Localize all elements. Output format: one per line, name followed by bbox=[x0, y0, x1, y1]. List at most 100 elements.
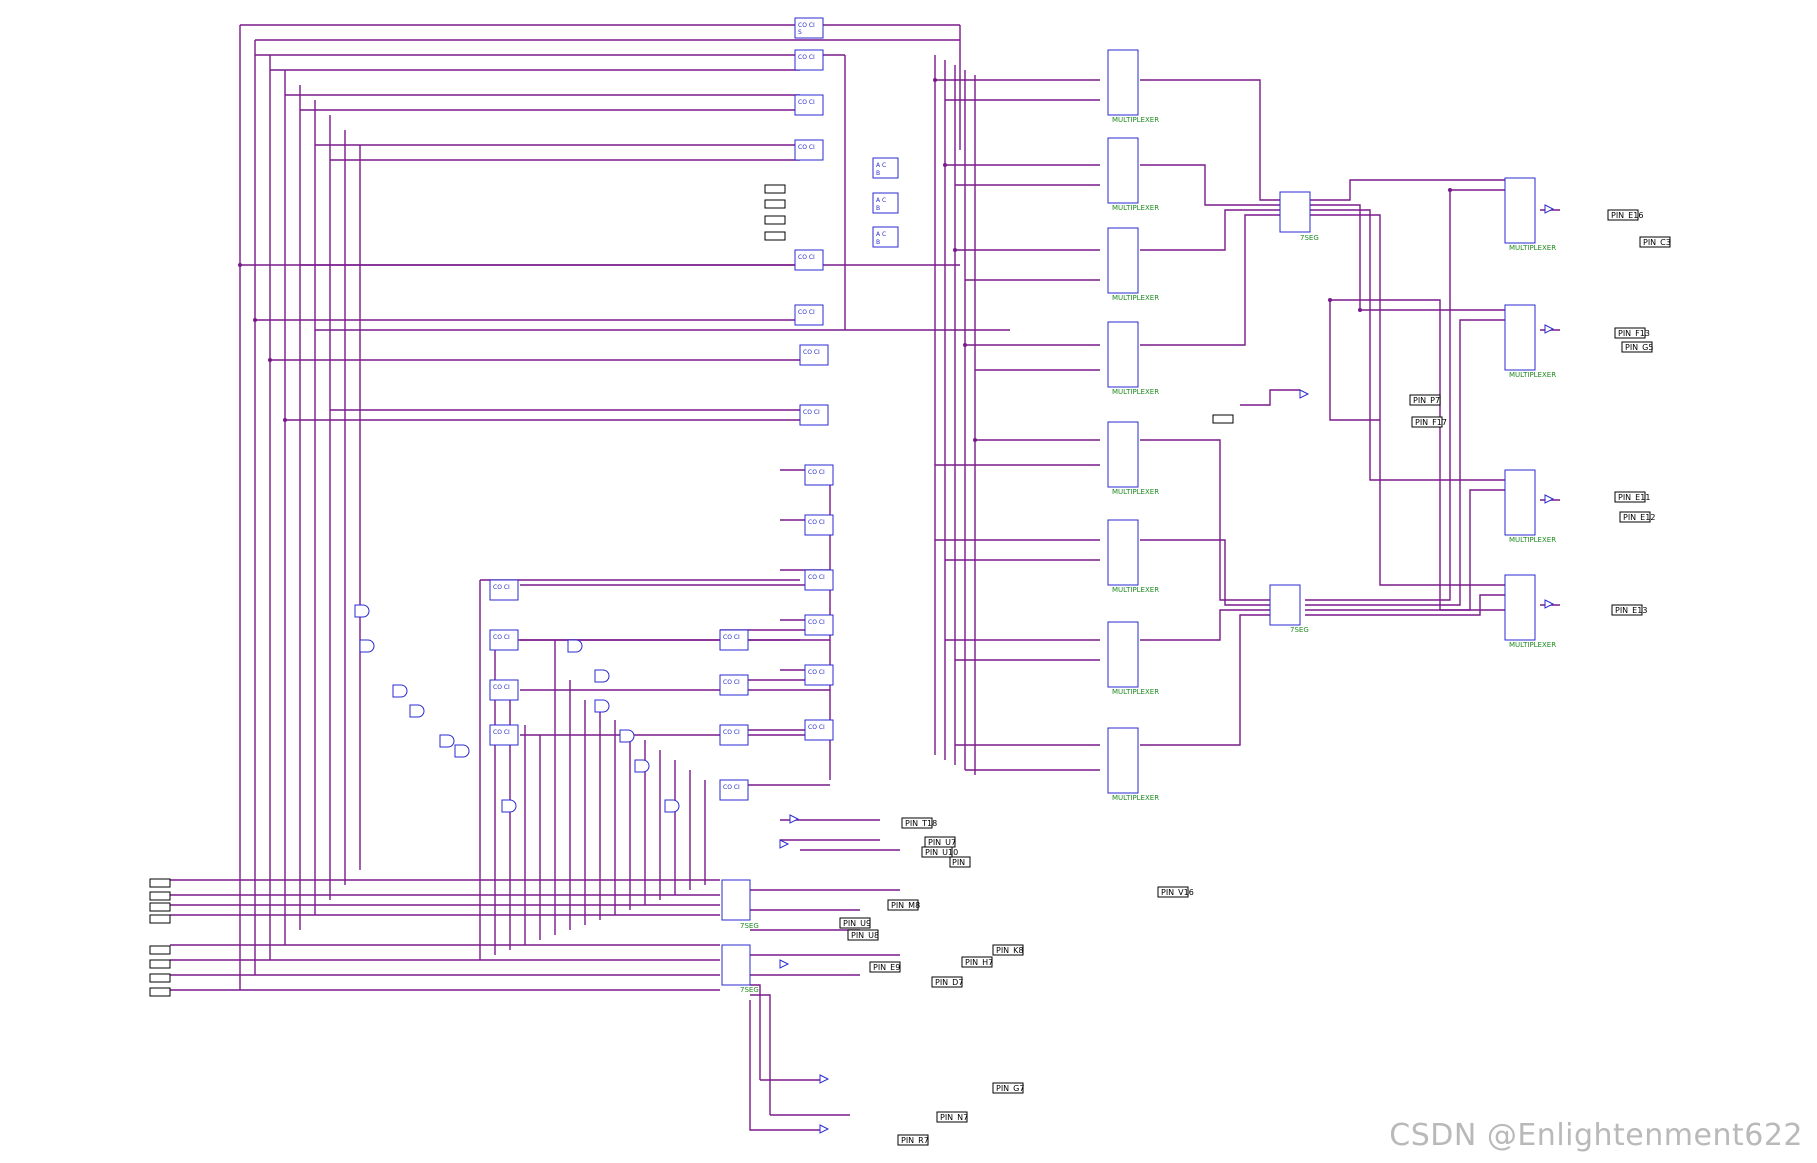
mux-label-1: MULTIPLEXER bbox=[1112, 116, 1159, 124]
svg-text:PIN: PIN bbox=[952, 858, 965, 867]
svg-text:PIN_R7: PIN_R7 bbox=[901, 1136, 929, 1145]
mux-label-3: MULTIPLEXER bbox=[1112, 294, 1159, 302]
svg-text:CO CI: CO CI bbox=[493, 729, 510, 736]
pin-e16: PIN_E16 bbox=[1607, 209, 1643, 221]
seg-label-2: 7SEG bbox=[1290, 626, 1309, 634]
svg-text:CO CI: CO CI bbox=[803, 349, 820, 356]
svg-text:CO CI: CO CI bbox=[808, 469, 825, 476]
pin-u10: PIN_U10 bbox=[921, 846, 958, 858]
svg-text:PIN_T18: PIN_T18 bbox=[905, 819, 937, 828]
svg-text:CO CI: CO CI bbox=[798, 144, 815, 151]
seg-label-3: 7SEG bbox=[740, 922, 759, 930]
svg-text:PIN_F13: PIN_F13 bbox=[1618, 329, 1650, 338]
wires bbox=[170, 24, 1560, 1131]
multiplexer-chips bbox=[1107, 49, 1536, 794]
mux-label-r4: MULTIPLEXER bbox=[1509, 641, 1556, 649]
full-adder-chips bbox=[489, 17, 899, 801]
svg-text:PIN_M8: PIN_M8 bbox=[891, 901, 920, 910]
svg-text:B: B bbox=[876, 205, 880, 212]
pin-h7: PIN_H7 bbox=[961, 956, 993, 968]
mux-label-r2: MULTIPLEXER bbox=[1509, 371, 1556, 379]
svg-text:PIN_P7: PIN_P7 bbox=[1413, 396, 1440, 405]
svg-text:A C: A C bbox=[876, 197, 886, 204]
left-input-pins bbox=[149, 184, 1234, 997]
svg-text:S: S bbox=[798, 29, 802, 36]
svg-text:CO CI: CO CI bbox=[808, 574, 825, 581]
svg-text:CO CI: CO CI bbox=[723, 729, 740, 736]
svg-text:PIN_E11: PIN_E11 bbox=[1618, 493, 1650, 502]
svg-text:PIN_H7: PIN_H7 bbox=[965, 958, 993, 967]
svg-text:A C: A C bbox=[876, 231, 886, 238]
svg-text:CO CI: CO CI bbox=[808, 724, 825, 731]
mux-label-6: MULTIPLEXER bbox=[1112, 586, 1159, 594]
pin-blank: PIN bbox=[949, 856, 971, 868]
mux-label-4: MULTIPLEXER bbox=[1112, 388, 1159, 396]
svg-text:CO CI: CO CI bbox=[723, 634, 740, 641]
seg-labels: 7SEG 7SEG 7SEG 7SEG bbox=[740, 234, 1319, 994]
pin-e12: PIN_E12 bbox=[1619, 511, 1655, 523]
mux-label-8: MULTIPLEXER bbox=[1112, 794, 1159, 802]
svg-text:CO CI: CO CI bbox=[808, 669, 825, 676]
svg-text:PIN_F17: PIN_F17 bbox=[1415, 418, 1447, 427]
svg-text:CO CI: CO CI bbox=[723, 784, 740, 791]
svg-text:PIN_E9: PIN_E9 bbox=[873, 963, 900, 972]
pin-g7: PIN_G7 bbox=[992, 1082, 1024, 1094]
watermark: CSDN @Enlightenment622 bbox=[1389, 1118, 1803, 1153]
svg-text:PIN_D7: PIN_D7 bbox=[935, 978, 963, 987]
seg-label-4: 7SEG bbox=[740, 986, 759, 994]
pin-e11: PIN_E11 bbox=[1614, 491, 1650, 503]
mux-label-r3: MULTIPLEXER bbox=[1509, 536, 1556, 544]
pin-c3: PIN_C3 bbox=[1639, 236, 1671, 248]
svg-text:B: B bbox=[876, 239, 880, 246]
svg-text:PIN_U10: PIN_U10 bbox=[925, 848, 958, 857]
svg-text:PIN_E13: PIN_E13 bbox=[1615, 606, 1647, 615]
svg-text:PIN_N7: PIN_N7 bbox=[940, 1113, 968, 1122]
svg-text:PIN_G7: PIN_G7 bbox=[996, 1084, 1024, 1093]
svg-text:B: B bbox=[876, 170, 880, 177]
pin-u8: PIN_U8 bbox=[847, 929, 879, 941]
svg-text:PIN_E12: PIN_E12 bbox=[1623, 513, 1655, 522]
junction-dots bbox=[238, 78, 1452, 442]
svg-text:PIN_K8: PIN_K8 bbox=[996, 946, 1024, 955]
pin-f17: PIN_F17 bbox=[1411, 416, 1447, 428]
mux-label-r1: MULTIPLEXER bbox=[1509, 244, 1556, 252]
svg-text:CO CI: CO CI bbox=[493, 634, 510, 641]
svg-text:PIN_C3: PIN_C3 bbox=[1643, 238, 1671, 247]
pin-t18: PIN_T18 bbox=[901, 817, 937, 829]
pin-d7: PIN_D7 bbox=[931, 976, 963, 988]
seg-decoder-chips bbox=[721, 191, 1311, 986]
svg-text:CO CI: CO CI bbox=[798, 22, 815, 29]
svg-text:CO CI: CO CI bbox=[803, 409, 820, 416]
svg-text:CO CI: CO CI bbox=[723, 679, 740, 686]
logic-gates bbox=[354, 204, 1555, 1134]
svg-text:CO CI: CO CI bbox=[808, 519, 825, 526]
svg-text:A C: A C bbox=[876, 162, 886, 169]
output-pins: PIN_E16 PIN_C3 PIN_F13 PIN_G5 PIN_E11 PI… bbox=[839, 209, 1671, 1146]
pin-g5: PIN_G5 bbox=[1621, 341, 1653, 353]
svg-text:CO CI: CO CI bbox=[493, 584, 510, 591]
svg-text:CO CI: CO CI bbox=[798, 309, 815, 316]
mux-labels: MULTIPLEXER MULTIPLEXER MULTIPLEXER MULT… bbox=[1112, 116, 1556, 802]
pin-e13: PIN_E13 bbox=[1611, 604, 1647, 616]
pin-n7: PIN_N7 bbox=[936, 1111, 968, 1123]
svg-text:PIN_G5: PIN_G5 bbox=[1625, 343, 1653, 352]
pin-u7: PIN_U7 bbox=[924, 836, 956, 848]
pin-e9: PIN_E9 bbox=[869, 961, 901, 973]
mux-label-2: MULTIPLEXER bbox=[1112, 204, 1159, 212]
svg-text:CO CI: CO CI bbox=[798, 254, 815, 261]
svg-text:PIN_U8: PIN_U8 bbox=[851, 931, 879, 940]
pin-m8: PIN_M8 bbox=[887, 899, 920, 911]
svg-text:CO CI: CO CI bbox=[808, 619, 825, 626]
pin-r7: PIN_R7 bbox=[897, 1134, 929, 1146]
pin-v16: PIN_V16 bbox=[1157, 886, 1194, 898]
svg-text:PIN_U9: PIN_U9 bbox=[843, 919, 871, 928]
pin-p7: PIN_P7 bbox=[1409, 394, 1441, 406]
svg-text:PIN_E16: PIN_E16 bbox=[1611, 211, 1643, 220]
pin-k8: PIN_K8 bbox=[992, 944, 1024, 956]
pin-u9: PIN_U9 bbox=[839, 917, 871, 929]
svg-text:CO CI: CO CI bbox=[798, 54, 815, 61]
svg-text:PIN_V16: PIN_V16 bbox=[1161, 888, 1194, 897]
pin-f13: PIN_F13 bbox=[1614, 327, 1650, 339]
